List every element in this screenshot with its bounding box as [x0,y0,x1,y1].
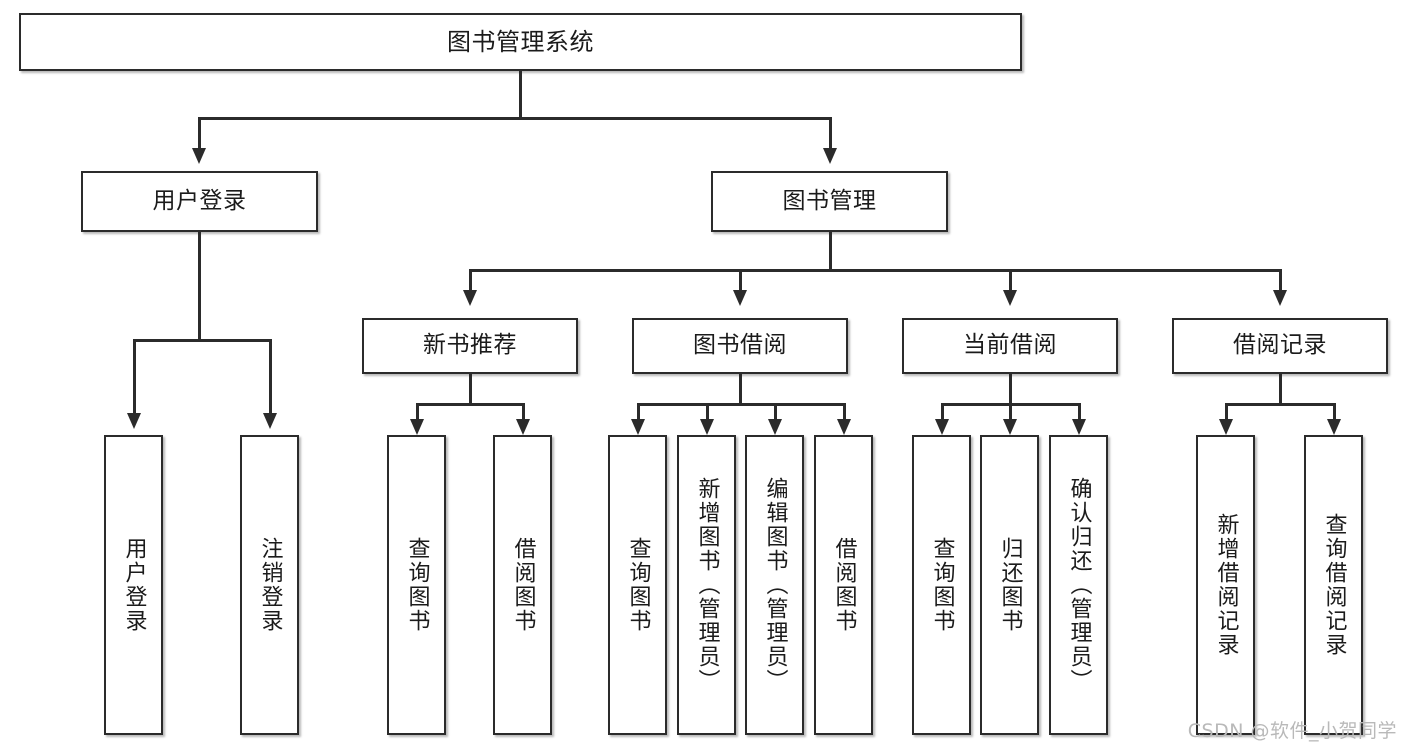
connector-cb-stem [1009,374,1012,405]
node-leaf-query-book-3[interactable]: 查询图书 [912,435,971,735]
arrow-nbr-leaf-1 [410,419,424,435]
arrow-bb-leaf-4 [837,419,851,435]
node-label: 编辑图书（管理员） [762,477,788,693]
node-label: 归还图书 [997,537,1023,633]
arrow-cb-leaf-2 [1003,419,1017,435]
node-book-management[interactable]: 图书管理 [711,171,948,232]
arrow-br-leaf-2 [1327,419,1341,435]
connector-br-drop-1 [1225,403,1228,420]
node-label: 新增图书（管理员） [694,477,720,693]
connector-bb-drop-1 [637,403,640,420]
node-leaf-borrow-book-1[interactable]: 借阅图书 [493,435,552,735]
node-label: 查询图书 [929,537,955,633]
connector-root-to-book-management [829,117,832,149]
node-label: 借阅图书 [831,537,857,633]
node-user-login[interactable]: 用户登录 [81,171,318,232]
arrow-user-login-leaf-2 [263,413,277,429]
connector-bm-drop-1 [469,269,472,291]
node-label: 图书管理 [782,187,877,214]
node-label: 图书管理系统 [447,27,594,56]
connector-nbr-drop-1 [416,403,419,420]
connector-nbr-bus [416,403,524,406]
connector-nbr-stem [469,374,472,405]
node-leaf-borrow-book-2[interactable]: 借阅图书 [814,435,873,735]
connector-bb-drop-4 [843,403,846,420]
connector-br-bus [1225,403,1335,406]
node-leaf-query-book-2[interactable]: 查询图书 [608,435,667,735]
connector-bb-stem [739,374,742,405]
connector-root-bus [198,117,831,120]
node-label: 用户登录 [121,537,147,633]
csdn-watermark: CSDN @软件_小贺同学 [1187,720,1397,742]
node-label: 查询借阅记录 [1321,513,1347,657]
connector-user-login-stem [198,232,201,341]
arrow-bb-leaf-2 [700,419,714,435]
arrow-user-login-leaf-1 [127,413,141,429]
connector-root-to-user-login [198,117,201,149]
node-leaf-user-login[interactable]: 用户登录 [104,435,163,735]
node-root-system[interactable]: 图书管理系统 [19,13,1022,71]
node-leaf-add-book[interactable]: 新增图书（管理员） [677,435,736,735]
node-leaf-add-record[interactable]: 新增借阅记录 [1196,435,1255,735]
node-label: 借阅记录 [1233,332,1327,359]
arrow-br-leaf-1 [1219,419,1233,435]
arrow-bm-to-new-book-recommend [463,290,477,306]
connector-user-login-drop-2 [269,339,272,414]
arrow-bm-to-current-borrow [1003,290,1017,306]
connector-root-stem [519,71,522,117]
arrow-cb-leaf-1 [935,419,949,435]
arrow-bm-to-book-borrow [733,290,747,306]
connector-user-login-drop-1 [133,339,136,414]
connector-bm-drop-3 [1009,269,1012,291]
node-leaf-edit-book[interactable]: 编辑图书（管理员） [745,435,804,735]
arrow-root-to-user-login [192,148,206,164]
connector-br-stem [1279,374,1282,405]
arrow-bm-to-borrow-record [1273,290,1287,306]
arrow-nbr-leaf-2 [516,419,530,435]
connector-book-management-stem [829,232,832,271]
node-leaf-confirm-return[interactable]: 确认归还（管理员） [1049,435,1108,735]
node-label: 查询图书 [625,537,651,633]
arrow-cb-leaf-3 [1072,419,1086,435]
node-label: 注销登录 [257,537,283,633]
connector-book-management-bus [469,269,1281,272]
connector-bb-bus [637,403,845,406]
arrow-root-to-book-management [823,148,837,164]
node-label: 确认归还（管理员） [1066,477,1092,693]
node-borrow-record[interactable]: 借阅记录 [1172,318,1388,374]
node-leaf-return-book[interactable]: 归还图书 [980,435,1039,735]
connector-bb-drop-3 [774,403,777,420]
connector-bb-drop-2 [706,403,709,420]
node-label: 当前借阅 [963,332,1057,359]
node-label: 查询图书 [404,537,430,633]
node-label: 图书借阅 [693,332,787,359]
node-book-borrow[interactable]: 图书借阅 [632,318,848,374]
connector-nbr-drop-2 [522,403,525,420]
connector-br-drop-2 [1333,403,1336,420]
node-label: 新书推荐 [423,332,517,359]
connector-bm-drop-2 [739,269,742,291]
node-leaf-query-record[interactable]: 查询借阅记录 [1304,435,1363,735]
node-label: 用户登录 [152,187,247,214]
node-new-book-recommend[interactable]: 新书推荐 [362,318,578,374]
node-leaf-query-book-1[interactable]: 查询图书 [387,435,446,735]
connector-user-login-bus [133,339,271,342]
arrow-bb-leaf-1 [631,419,645,435]
arrow-bb-leaf-3 [768,419,782,435]
node-label: 新增借阅记录 [1213,513,1239,657]
connector-bm-drop-4 [1279,269,1282,291]
node-label: 借阅图书 [510,537,536,633]
connector-cb-drop-3 [1078,403,1081,420]
node-current-borrow[interactable]: 当前借阅 [902,318,1118,374]
node-leaf-logout-login[interactable]: 注销登录 [240,435,299,735]
connector-cb-drop-1 [941,403,944,420]
connector-cb-drop-2 [1009,403,1012,420]
